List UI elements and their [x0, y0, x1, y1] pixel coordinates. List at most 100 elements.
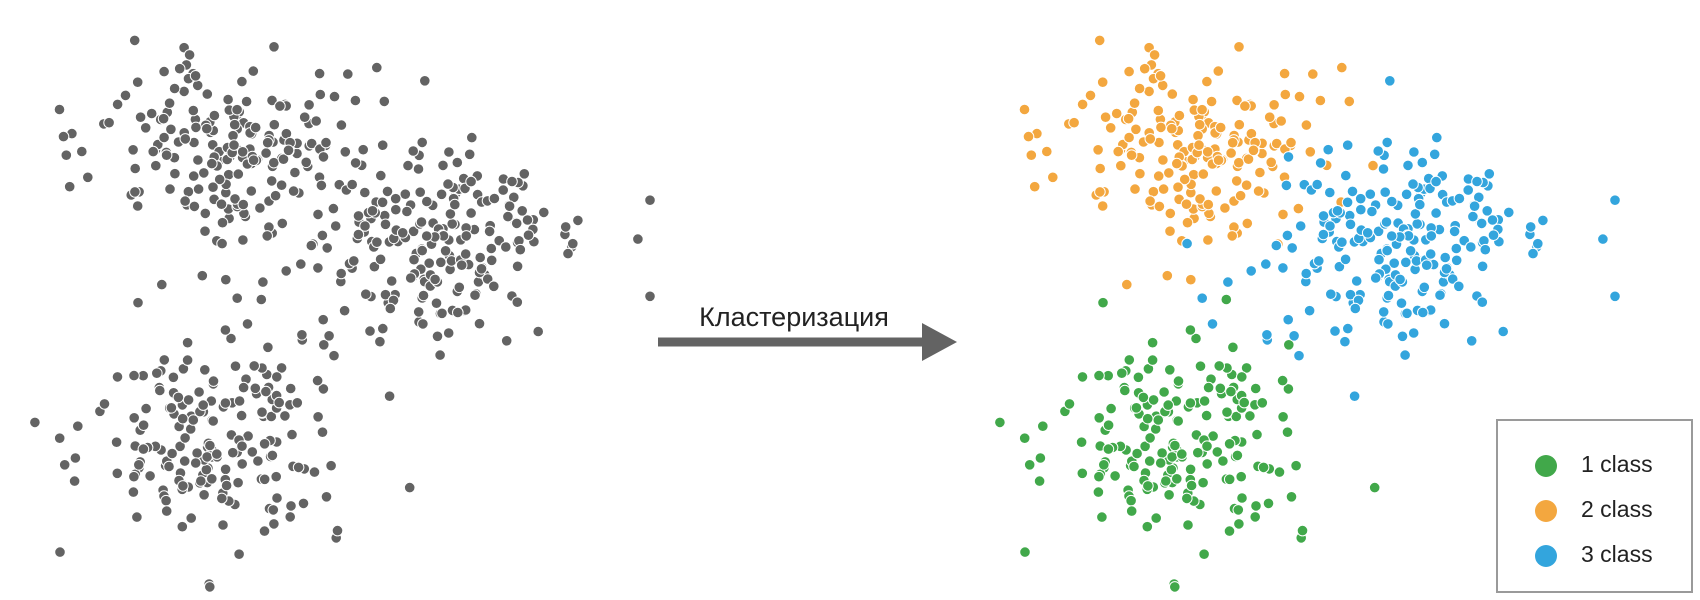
data-point — [284, 382, 297, 395]
data-point-class-2 — [1178, 173, 1191, 186]
data-point-class-3 — [1339, 253, 1352, 266]
data-point-class-1 — [1201, 440, 1213, 453]
data-point — [518, 168, 531, 180]
data-point — [374, 253, 387, 266]
data-point-class-2 — [1214, 121, 1227, 134]
data-point-class-1 — [1171, 473, 1183, 485]
data-point — [129, 162, 141, 175]
data-point-class-3 — [1340, 169, 1352, 182]
data-point — [381, 185, 394, 198]
data-point-class-1 — [1232, 504, 1245, 516]
data-point — [119, 89, 132, 102]
data-point-class-3 — [1609, 290, 1621, 303]
data-point-class-3 — [1270, 239, 1283, 252]
data-point-class-1 — [1162, 399, 1174, 411]
data-point — [240, 95, 253, 108]
data-point-class-1 — [1184, 397, 1197, 409]
data-point-class-3 — [1409, 208, 1422, 220]
data-point — [219, 463, 232, 476]
data-point — [198, 167, 210, 179]
data-point — [235, 409, 248, 422]
data-point-class-3 — [1609, 194, 1621, 206]
data-point — [266, 94, 278, 107]
data-point — [297, 497, 310, 510]
data-point-class-1 — [1256, 397, 1269, 409]
data-point — [503, 200, 516, 212]
data-point — [315, 179, 328, 192]
data-point — [442, 327, 455, 339]
data-point — [68, 475, 81, 487]
data-point-class-3 — [1311, 178, 1323, 191]
data-point-class-3 — [1407, 327, 1420, 339]
data-point-class-3 — [1465, 335, 1478, 347]
data-point-class-3 — [1420, 259, 1433, 272]
data-point — [338, 304, 351, 317]
data-point-class-3 — [1300, 267, 1312, 280]
data-point — [127, 144, 139, 156]
data-point-class-2 — [1084, 89, 1097, 102]
data-point — [191, 447, 203, 459]
data-point — [317, 383, 330, 395]
data-point-class-2 — [1125, 149, 1138, 161]
data-point — [423, 257, 436, 270]
data-point-class-3 — [1468, 200, 1481, 212]
data-point — [158, 131, 170, 144]
data-point-class-2 — [1247, 144, 1260, 157]
data-point-class-2 — [1110, 107, 1123, 120]
legend-label-class-2: 2 class — [1581, 496, 1653, 522]
data-point-class-1 — [1185, 479, 1198, 492]
data-point — [379, 218, 392, 231]
data-point — [215, 198, 228, 210]
data-point — [383, 390, 396, 403]
data-point — [346, 178, 359, 191]
data-point — [452, 306, 464, 319]
data-point-class-1 — [1235, 470, 1247, 483]
data-point — [407, 145, 420, 157]
data-point-class-1 — [1169, 439, 1181, 452]
data-point — [279, 410, 291, 422]
data-point-class-1 — [1273, 466, 1286, 478]
data-point-class-2 — [1202, 198, 1215, 211]
data-point — [303, 99, 315, 111]
data-point-class-1 — [1142, 480, 1154, 492]
data-point — [572, 214, 584, 227]
data-point-class-2 — [1128, 97, 1141, 109]
data-point — [137, 419, 150, 432]
data-point — [128, 369, 140, 382]
data-point-class-1 — [1146, 336, 1159, 349]
data-point-class-2 — [1278, 67, 1291, 80]
data-point-class-1 — [1152, 414, 1165, 426]
data-point-class-1 — [1037, 420, 1049, 433]
data-point — [275, 362, 288, 374]
data-point-class-2 — [1336, 61, 1348, 74]
data-point — [216, 216, 229, 229]
data-point-class-3 — [1414, 198, 1426, 211]
data-point — [538, 206, 550, 219]
arrow-head — [922, 323, 957, 361]
data-point — [521, 214, 534, 226]
data-point-class-1 — [1249, 382, 1262, 395]
data-point — [430, 297, 443, 310]
data-point — [178, 455, 191, 467]
data-point-class-1 — [1281, 426, 1294, 439]
data-point-class-2 — [1254, 166, 1266, 179]
data-point-class-2 — [1233, 41, 1245, 53]
data-point — [246, 446, 259, 458]
data-point-class-1 — [1119, 384, 1131, 397]
data-point — [167, 371, 180, 384]
data-point-class-3 — [1462, 184, 1474, 196]
data-point-class-3 — [1206, 318, 1219, 330]
data-point — [352, 210, 365, 222]
data-point — [178, 85, 190, 98]
data-point-class-1 — [1184, 463, 1197, 476]
data-point — [151, 367, 163, 380]
legend-box — [1496, 419, 1693, 593]
data-point — [265, 175, 278, 187]
data-point-class-3 — [1322, 143, 1334, 156]
data-point — [183, 49, 196, 61]
data-point — [339, 146, 352, 158]
data-point-class-1 — [1141, 412, 1154, 425]
data-point — [139, 122, 152, 134]
data-point-class-1 — [1283, 339, 1295, 351]
data-point-class-2 — [1025, 149, 1038, 161]
